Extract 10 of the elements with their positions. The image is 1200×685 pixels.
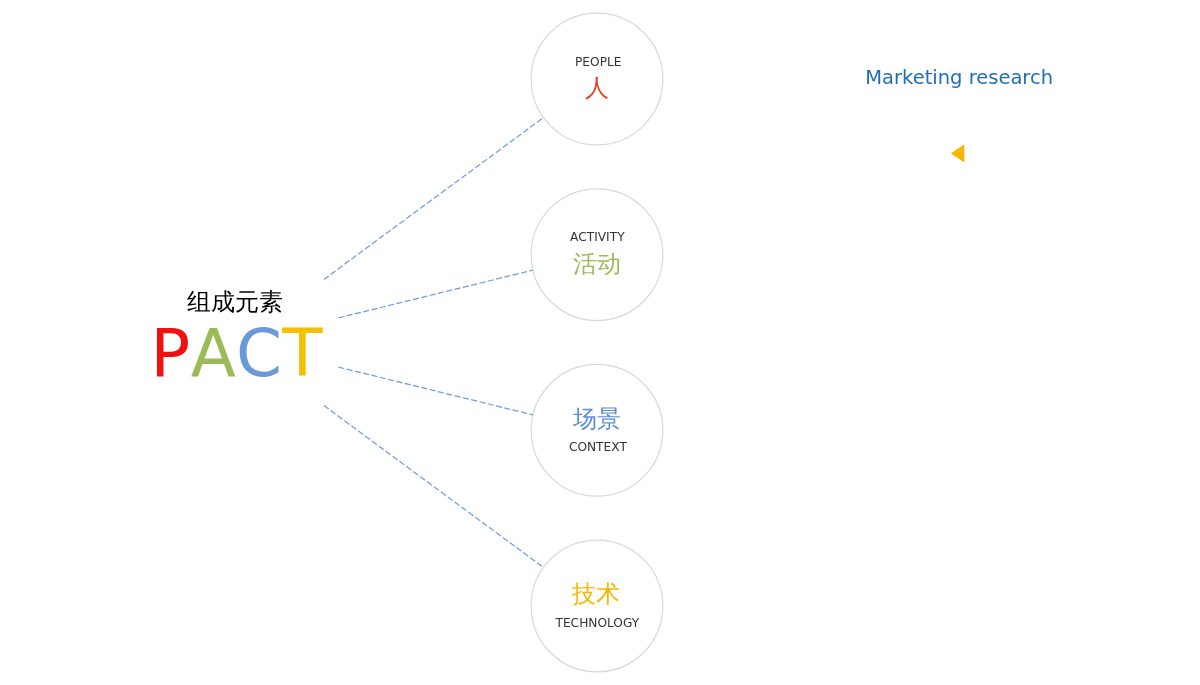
node-text: 组成元素 PACT (150, 286, 323, 392)
connector (337, 269, 534, 319)
connector (337, 366, 534, 416)
node-circle: 技术 TECHNOLOGY (530, 539, 664, 673)
node-circle: 场景 CONTEXT (530, 363, 664, 497)
connector (323, 116, 545, 280)
node-circle: PEOPLE 人 (530, 12, 664, 146)
label: Marketing research (865, 65, 1054, 89)
node-circle: ACTIVITY 活动 (530, 188, 664, 322)
connector (323, 405, 545, 569)
